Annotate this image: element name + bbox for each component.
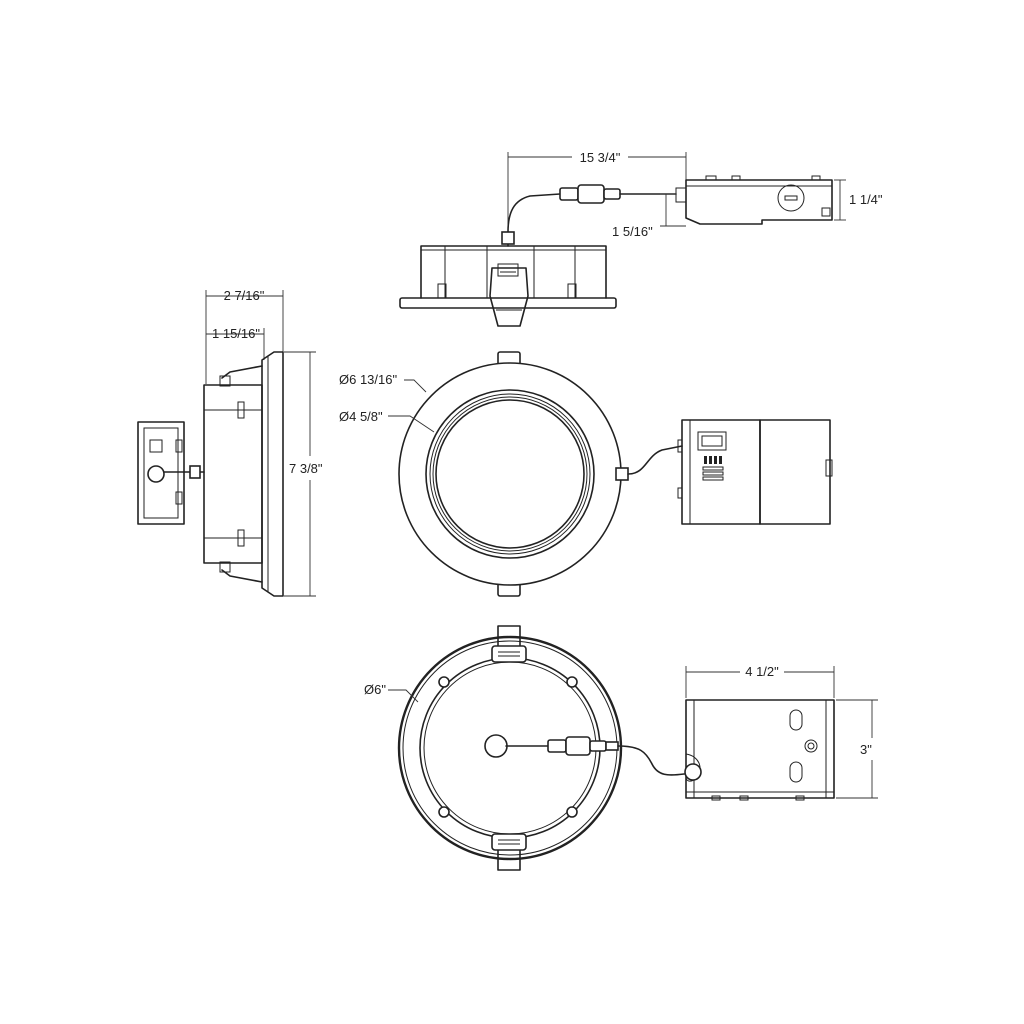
dim-jbox-top-height: 1 1/4" xyxy=(834,179,883,221)
cable-offset-label: 1 5/16" xyxy=(612,224,653,239)
jbox-width-label: 4 1/2" xyxy=(745,664,779,679)
junction-box-back xyxy=(685,699,835,799)
spring-clip xyxy=(489,267,529,327)
flange-profile xyxy=(399,297,617,309)
jbox-height-label: 3" xyxy=(860,742,872,757)
dim-jbox-height: 3" xyxy=(836,699,878,799)
dim-overall-height: 7 3/8" xyxy=(284,351,323,597)
dim-cable-offset: 1 5/16" xyxy=(612,193,686,239)
lens-inner xyxy=(435,399,585,549)
back-diameter-label: Ø6" xyxy=(364,682,386,697)
dim-overall-depth: 2 7/16" xyxy=(205,288,284,384)
housing-depth-label: 1 15/16" xyxy=(212,326,260,341)
housing-profile xyxy=(420,245,607,299)
back-view: Ø6" 4 1/2" 3" xyxy=(364,625,878,871)
junction-box-side xyxy=(137,421,185,525)
connector xyxy=(559,187,579,201)
front-cable xyxy=(627,445,683,475)
overall-height-label: 7 3/8" xyxy=(289,461,323,476)
housing-side xyxy=(203,384,263,564)
dim-lens-diameter: Ø4 5/8" xyxy=(339,409,435,433)
switch-markings xyxy=(702,456,724,481)
junction-box-top xyxy=(685,179,833,225)
cable-grommet xyxy=(484,734,508,758)
cable-length-label: 15 3/4" xyxy=(580,150,621,165)
jbox-top-height-label: 1 1/4" xyxy=(849,192,883,207)
cable xyxy=(507,193,561,247)
top-view: 15 3/4" xyxy=(399,150,883,327)
lens-outer xyxy=(425,389,595,559)
dim-outer-diameter: Ø6 13/16" xyxy=(339,372,427,393)
dim-back-diameter: Ø6" xyxy=(364,682,419,703)
front-view: Ø6 13/16" Ø4 5/8" xyxy=(339,351,833,597)
dim-jbox-width: 4 1/2" xyxy=(685,664,835,698)
dim-housing-depth: 1 15/16" xyxy=(206,326,265,360)
back-outer-ring xyxy=(397,635,623,861)
lens-diameter-label: Ø4 5/8" xyxy=(339,409,383,424)
overall-depth-label: 2 7/16" xyxy=(224,288,265,303)
trim-ring-profile xyxy=(261,351,284,597)
outer-diameter-label: Ø6 13/16" xyxy=(339,372,397,387)
side-view: 2 7/16" 1 15/16" 7 3/8" xyxy=(137,288,323,597)
trim-ring xyxy=(398,362,622,586)
driver-box-side xyxy=(759,419,831,525)
